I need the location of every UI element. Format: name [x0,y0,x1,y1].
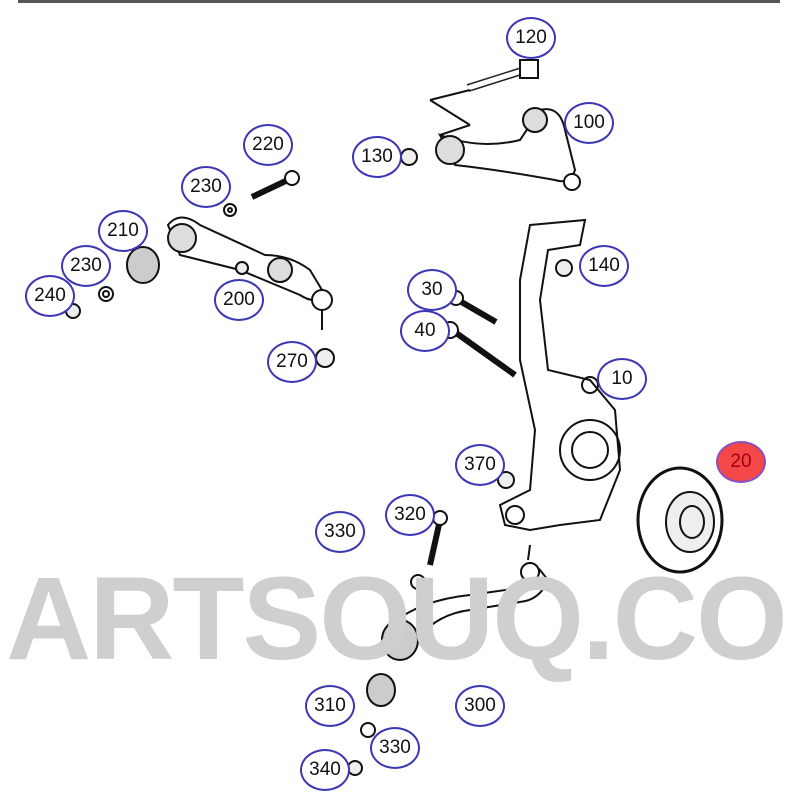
part-20-wheel-hub [636,466,724,574]
callout-300[interactable]: 300 [455,685,505,727]
callout-210[interactable]: 210 [98,210,148,252]
part-310-bushing [366,673,396,707]
callout-340[interactable]: 340 [300,749,350,791]
divider [18,0,780,3]
callout-230[interactable]: 230 [181,166,231,208]
callout-220[interactable]: 220 [243,124,293,166]
part-340-nut [347,760,363,776]
callout-100[interactable]: 100 [564,102,614,144]
callout-370[interactable]: 370 [455,444,505,486]
callout-320[interactable]: 320 [385,494,435,536]
callout-40[interactable]: 40 [400,310,450,352]
callout-10[interactable]: 10 [597,358,647,400]
part-210-bushing [126,246,160,284]
callout-330b[interactable]: 330 [370,727,420,769]
part-270-nut [315,348,335,368]
part-230-washer [223,203,237,217]
watermark: ARTSOUQ.CO [6,553,788,685]
part-230-washer [98,286,114,302]
part-140-nut [555,259,573,277]
callout-240[interactable]: 240 [25,275,75,317]
part-10-steering-knuckle [498,218,622,532]
part-200-control-arm [166,216,333,330]
callout-120[interactable]: 120 [506,17,556,59]
part-40-bolt [441,321,517,378]
callout-270[interactable]: 270 [267,341,317,383]
part-130-nut [400,148,418,166]
callout-230b[interactable]: 230 [61,245,111,287]
callout-130[interactable]: 130 [352,136,402,178]
part-330-washer [360,722,376,738]
callout-30[interactable]: 30 [407,269,457,311]
callout-330[interactable]: 330 [315,511,365,553]
callout-140[interactable]: 140 [579,245,629,287]
part-120-bolt [429,59,539,136]
part-330-washer [410,574,426,590]
part-100-upper-arm [435,107,581,191]
callout-200[interactable]: 200 [214,279,264,321]
part-300-control-arm [381,544,550,661]
callout-310[interactable]: 310 [305,685,355,727]
part-370-nut [497,471,515,489]
part-220-bolt [250,170,300,200]
callout-20-highlighted[interactable]: 20 [716,441,766,483]
